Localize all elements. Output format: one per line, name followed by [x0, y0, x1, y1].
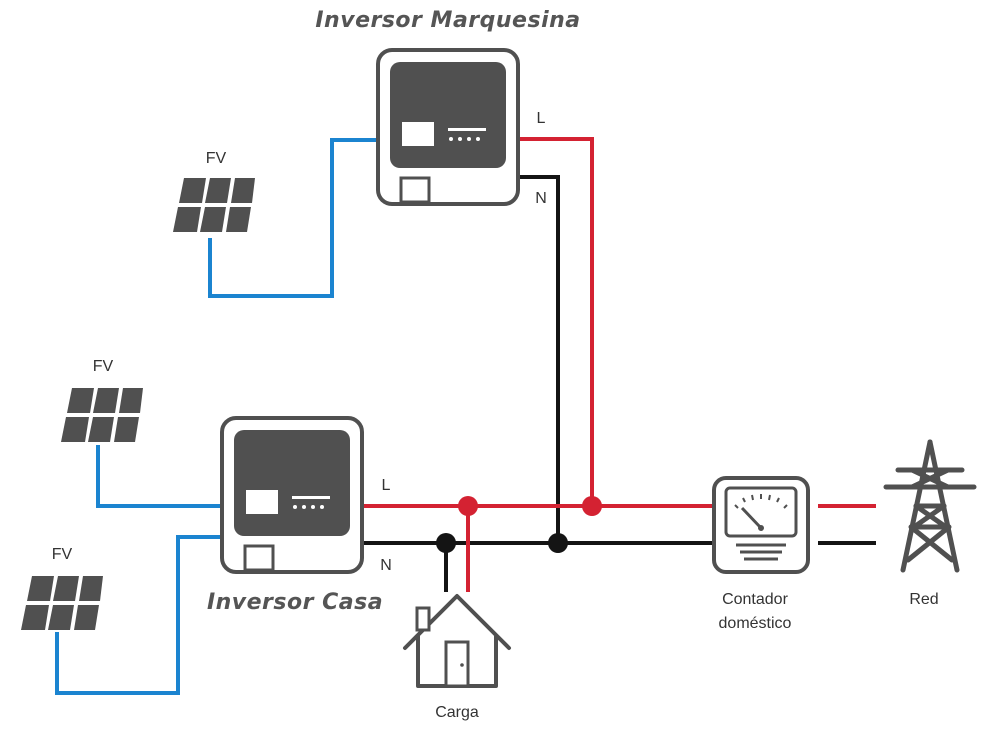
load-label: Carga: [435, 704, 479, 721]
neutral-wire-marquesina: [518, 175, 560, 543]
dc-wire-middle: [96, 445, 222, 508]
line-label-top: L: [537, 110, 546, 127]
pv-label-middle: FV: [93, 358, 114, 375]
dc-wire-bottom: [55, 535, 222, 695]
junction-line-marquesina: [582, 496, 602, 516]
pv-label-bottom: FV: [52, 546, 73, 563]
neutral-label-bottom: N: [380, 557, 392, 574]
pv-label-top: FV: [206, 150, 227, 167]
solar-panel-icon: [58, 386, 144, 444]
grid-label: Red: [909, 591, 938, 608]
neutral-label-top: N: [535, 190, 547, 207]
inverter-icon: [376, 48, 520, 206]
solar-panel-icon: [170, 176, 256, 234]
dc-wire-top: [208, 138, 378, 298]
house-icon: [403, 594, 511, 688]
meter-icon: [712, 476, 810, 574]
junction-neutral-marquesina: [548, 533, 568, 553]
meter-label-line1: Contador: [722, 591, 788, 608]
inverter-icon: [220, 416, 364, 574]
inverter-casa-title: Inversor Casa: [207, 590, 383, 615]
inverter-marquesina-title: Inversor Marquesina: [315, 8, 580, 33]
line-label-bottom: L: [382, 477, 391, 494]
meter-label-line2: doméstico: [719, 615, 792, 632]
transmission-tower-icon: [883, 439, 977, 573]
junction-neutral-load: [436, 533, 456, 553]
junction-line-load: [458, 496, 478, 516]
line-wire-marquesina: [518, 137, 594, 506]
solar-panel-icon: [18, 574, 104, 632]
